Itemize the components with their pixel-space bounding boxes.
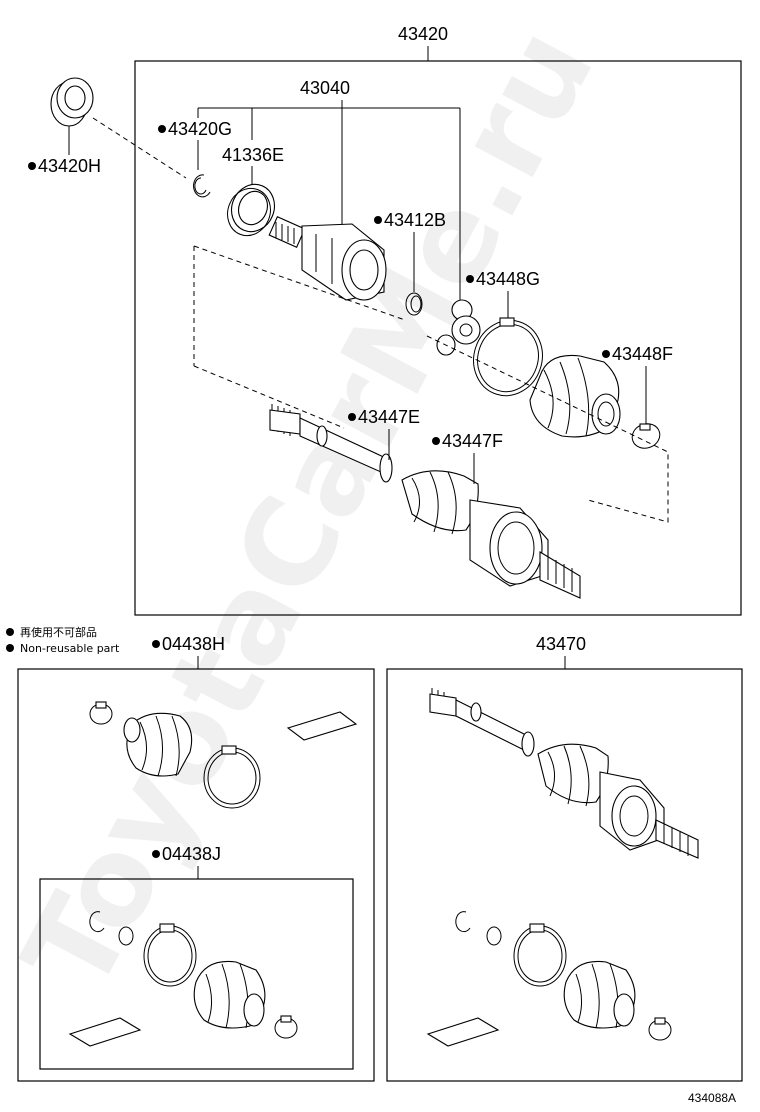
non-reusable-dot-43448G [466, 275, 474, 283]
figure-id: 434088A [688, 1091, 736, 1105]
legend-dot-en [6, 644, 14, 652]
inner-kit-box [39, 878, 354, 1070]
label-04438J[interactable]: 04438J [162, 844, 221, 864]
non-reusable-dot-04438H [152, 640, 160, 648]
snap-ring-43412B[interactable] [405, 292, 423, 316]
kit-j-grease-pack[interactable] [68, 1017, 142, 1047]
dust-deflector-41336E[interactable] [221, 178, 282, 242]
kit-j-small-clamp[interactable] [274, 1015, 298, 1039]
bearing-43420H[interactable] [50, 77, 94, 127]
drive-shaft-43470[interactable] [429, 688, 699, 859]
label-43448G[interactable]: 43448G [476, 269, 540, 289]
assembly-box [134, 60, 742, 616]
label-43447E[interactable]: 43447E [358, 407, 420, 427]
shaft-box-large-clamp[interactable] [513, 923, 567, 987]
label-43040[interactable]: 43040 [300, 78, 350, 98]
shaft-box-snap-ring[interactable] [455, 911, 471, 933]
shaft-box-grease-pack[interactable] [426, 1017, 500, 1047]
label-43470[interactable]: 43470 [536, 634, 586, 654]
label-43420G[interactable]: 43420G [168, 119, 232, 139]
kit-h-large-clamp[interactable] [203, 745, 261, 809]
label-04438H[interactable]: 04438H [162, 634, 225, 654]
label-43448F[interactable]: 43448F [612, 344, 673, 364]
drive-shaft-main[interactable] [269, 404, 581, 599]
non-reusable-dot-43420H [28, 162, 36, 170]
kit-h-small-clamp[interactable] [89, 701, 113, 725]
outer-joint-housing[interactable] [268, 216, 387, 301]
non-reusable-dot-43420G [158, 125, 166, 133]
shaft-box-small-clamp[interactable] [648, 1017, 672, 1041]
legend-dot-jp [6, 628, 14, 636]
non-reusable-dot-04438J [152, 850, 160, 858]
legend-text-en: Non-reusable part [20, 642, 120, 655]
label-43420[interactable]: 43420 [398, 24, 448, 44]
kit-h-grease-pack[interactable] [286, 711, 358, 741]
non-reusable-dot-43447F [432, 437, 440, 445]
boot-outer[interactable] [529, 354, 621, 438]
tripod-spider[interactable] [436, 299, 481, 356]
kit-j-snap-ring[interactable] [89, 911, 105, 933]
label-43447F[interactable]: 43447F [442, 431, 503, 451]
shaft-box-boot[interactable] [563, 960, 636, 1029]
non-reusable-dot-43447E [348, 413, 356, 421]
boot-kit-box [17, 668, 375, 1082]
boot-clamp-43448G[interactable] [464, 311, 552, 404]
label-41336E[interactable]: 41336E [222, 145, 284, 165]
legend-text-jp: 再使用不可部品 [20, 625, 97, 639]
label-43412B[interactable]: 43412B [384, 210, 446, 230]
non-reusable-dot-43448F [602, 350, 610, 358]
label-43420H[interactable]: 43420H [38, 156, 101, 176]
shaft-box-circlip[interactable] [486, 926, 502, 946]
kit-j-circlip[interactable] [118, 926, 134, 946]
kit-h-boot[interactable] [123, 712, 193, 777]
non-reusable-dot-43412B [374, 216, 382, 224]
snap-ring-43420G[interactable] [193, 174, 211, 198]
boot-clamp-43448F[interactable] [629, 420, 664, 452]
shaft-box [386, 668, 743, 1082]
kit-j-large-clamp[interactable] [143, 923, 197, 987]
kit-j-boot[interactable] [193, 960, 266, 1029]
